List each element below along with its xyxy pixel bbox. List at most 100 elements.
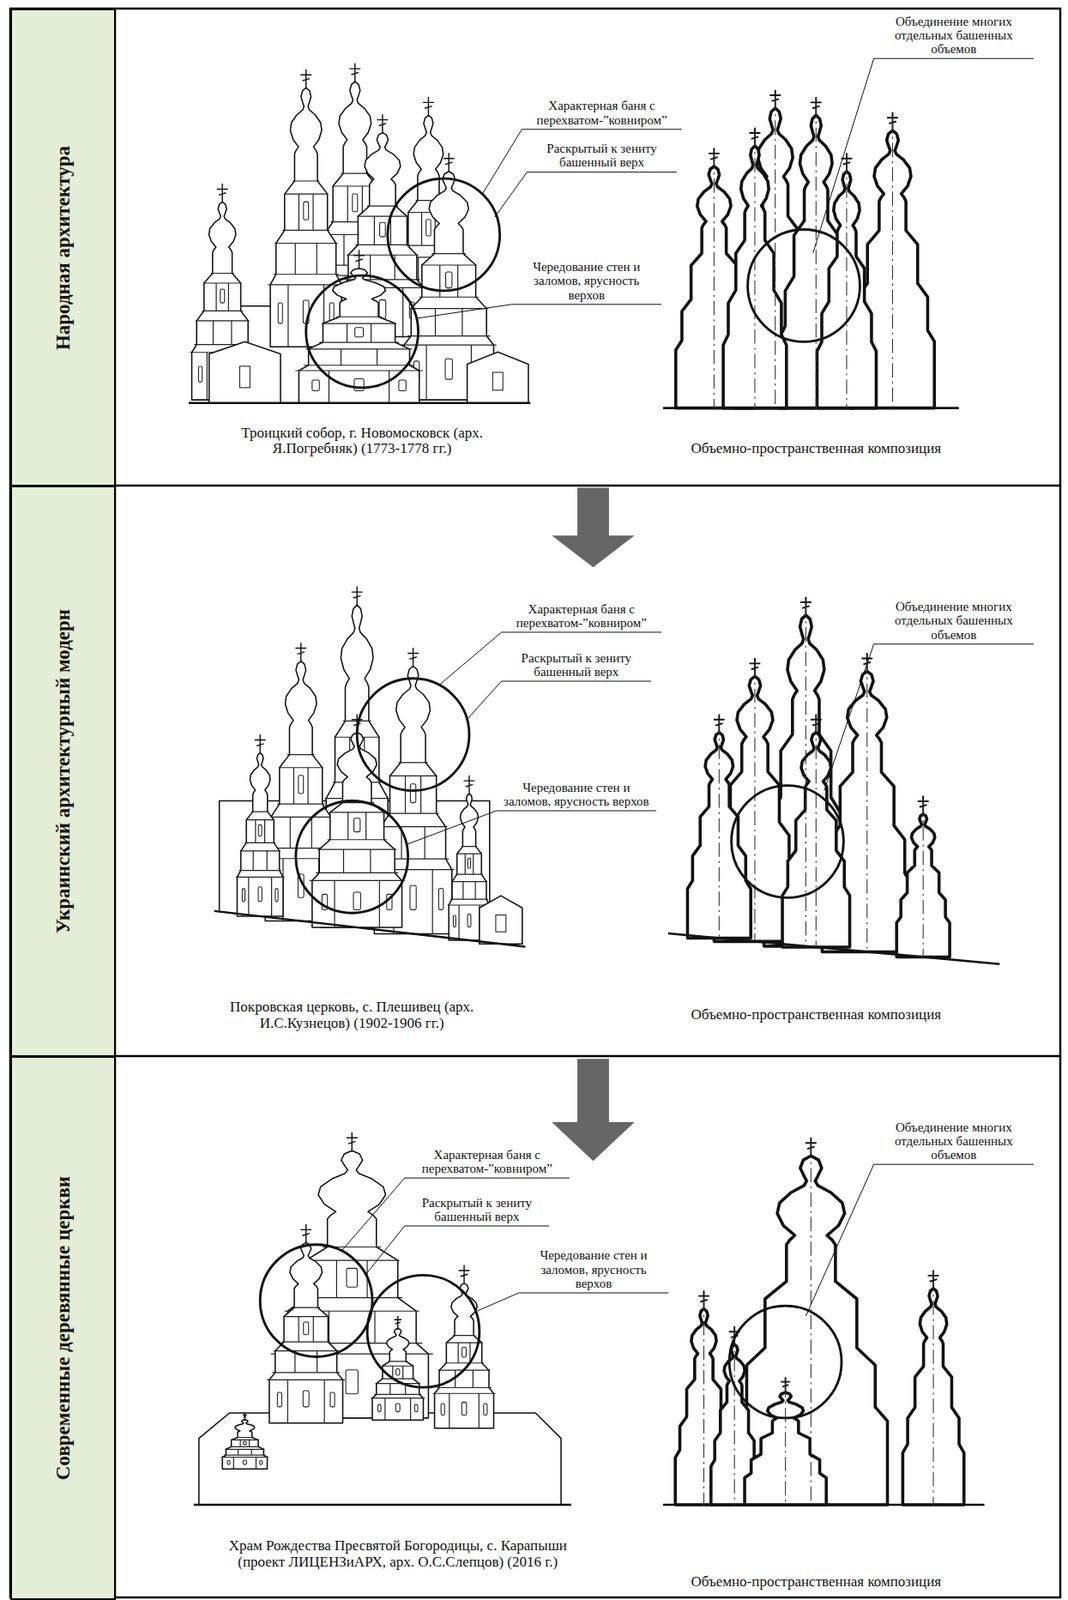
axis-line <box>815 720 817 948</box>
callout-circle <box>729 1305 842 1418</box>
leader-line <box>405 810 496 845</box>
window <box>396 1368 400 1375</box>
tower-detail <box>221 1436 269 1469</box>
annex <box>479 895 523 944</box>
axis-line <box>866 658 868 952</box>
window <box>353 892 361 910</box>
axis-line <box>718 720 720 939</box>
cross <box>351 586 363 607</box>
callout-circle <box>367 1274 480 1388</box>
callout-circle <box>356 678 470 791</box>
tower-outline <box>270 87 342 347</box>
cross <box>300 69 312 90</box>
tower-outline <box>372 1328 423 1421</box>
window <box>410 885 417 910</box>
window <box>467 913 471 927</box>
window <box>275 888 278 902</box>
axis-line <box>933 1276 935 1505</box>
tower-outline <box>222 1419 267 1470</box>
label-underline <box>512 303 662 305</box>
window <box>303 1321 309 1335</box>
callout-circle <box>259 1244 373 1358</box>
callout-label: Раскрытый к зениту башенный верх <box>408 1195 547 1224</box>
window <box>277 1392 282 1407</box>
window <box>461 1401 467 1415</box>
window <box>446 271 453 289</box>
window <box>352 193 358 212</box>
window <box>414 1404 418 1412</box>
window <box>330 1392 335 1407</box>
caption: Храм Рождества Пресвятой Богородицы, с. … <box>217 1538 579 1570</box>
composition-silhouette <box>663 1137 985 1505</box>
silhouette-tower <box>816 152 876 408</box>
callout-label: Чередование стен и заломов, ярусность ве… <box>500 780 653 809</box>
cross <box>393 1315 402 1330</box>
window <box>395 1403 400 1412</box>
silhouette-tower <box>723 127 787 409</box>
leader-line <box>805 1164 874 1316</box>
window <box>239 366 250 388</box>
silhouette-tower <box>744 1376 827 1505</box>
composition-silhouette <box>663 90 960 409</box>
axis-line <box>734 1332 736 1505</box>
window <box>241 888 245 902</box>
silhouette-tower <box>734 1137 887 1505</box>
axis-line <box>815 102 817 409</box>
ground-line <box>668 933 1000 965</box>
window <box>354 378 364 391</box>
axis-line <box>845 159 847 409</box>
callout-circle <box>748 229 861 343</box>
window <box>312 380 320 392</box>
callout-label: Характерная баня с перехватом-”ковниром” <box>524 98 678 127</box>
tower-detail <box>235 811 285 917</box>
cross <box>443 152 455 173</box>
caption: Объемно-пространственная композиция <box>661 440 971 457</box>
cross <box>346 1132 358 1153</box>
composition-silhouette <box>668 597 1000 965</box>
window <box>440 1403 445 1416</box>
silhouette-tower <box>782 713 850 948</box>
cross <box>242 1412 248 1421</box>
leader-line <box>416 304 512 319</box>
leader-line <box>813 58 875 254</box>
frame <box>10 8 1061 1598</box>
church-tower <box>221 1412 269 1469</box>
window <box>355 327 364 338</box>
church-tower <box>268 69 344 347</box>
axis-line <box>754 663 755 942</box>
church-sketch <box>214 586 526 948</box>
tower-detail <box>266 1307 345 1424</box>
window <box>243 1441 248 1445</box>
church-body <box>199 1412 562 1505</box>
cross <box>422 96 435 117</box>
callout-circle <box>387 178 501 291</box>
row-title: Современные деревянные церкви <box>52 1176 75 1480</box>
window <box>220 289 225 303</box>
ground-line <box>663 406 960 410</box>
window <box>438 887 443 910</box>
leader-line <box>438 632 501 686</box>
leader-line <box>365 1225 405 1275</box>
row-title: Народная архитектура <box>52 144 75 350</box>
tower-outline <box>734 1155 887 1505</box>
label-underline <box>404 1225 550 1227</box>
axis-line <box>892 118 894 409</box>
cross <box>349 63 361 84</box>
label-underline <box>521 128 682 130</box>
label-underline <box>874 643 1034 645</box>
leader-lines <box>341 58 1034 1316</box>
leader-line <box>824 644 875 791</box>
window <box>379 300 387 319</box>
window <box>258 824 262 836</box>
window <box>495 915 507 933</box>
window <box>227 1460 230 1466</box>
window <box>426 219 431 236</box>
callout-label: Раскрытый к зениту башенный верх <box>505 651 648 679</box>
label-underline <box>518 1292 669 1294</box>
cross <box>458 1264 471 1285</box>
window <box>410 784 416 803</box>
cross <box>407 647 419 668</box>
window <box>492 372 503 391</box>
axis-line <box>810 1143 812 1505</box>
silhouette-tower <box>687 713 751 938</box>
